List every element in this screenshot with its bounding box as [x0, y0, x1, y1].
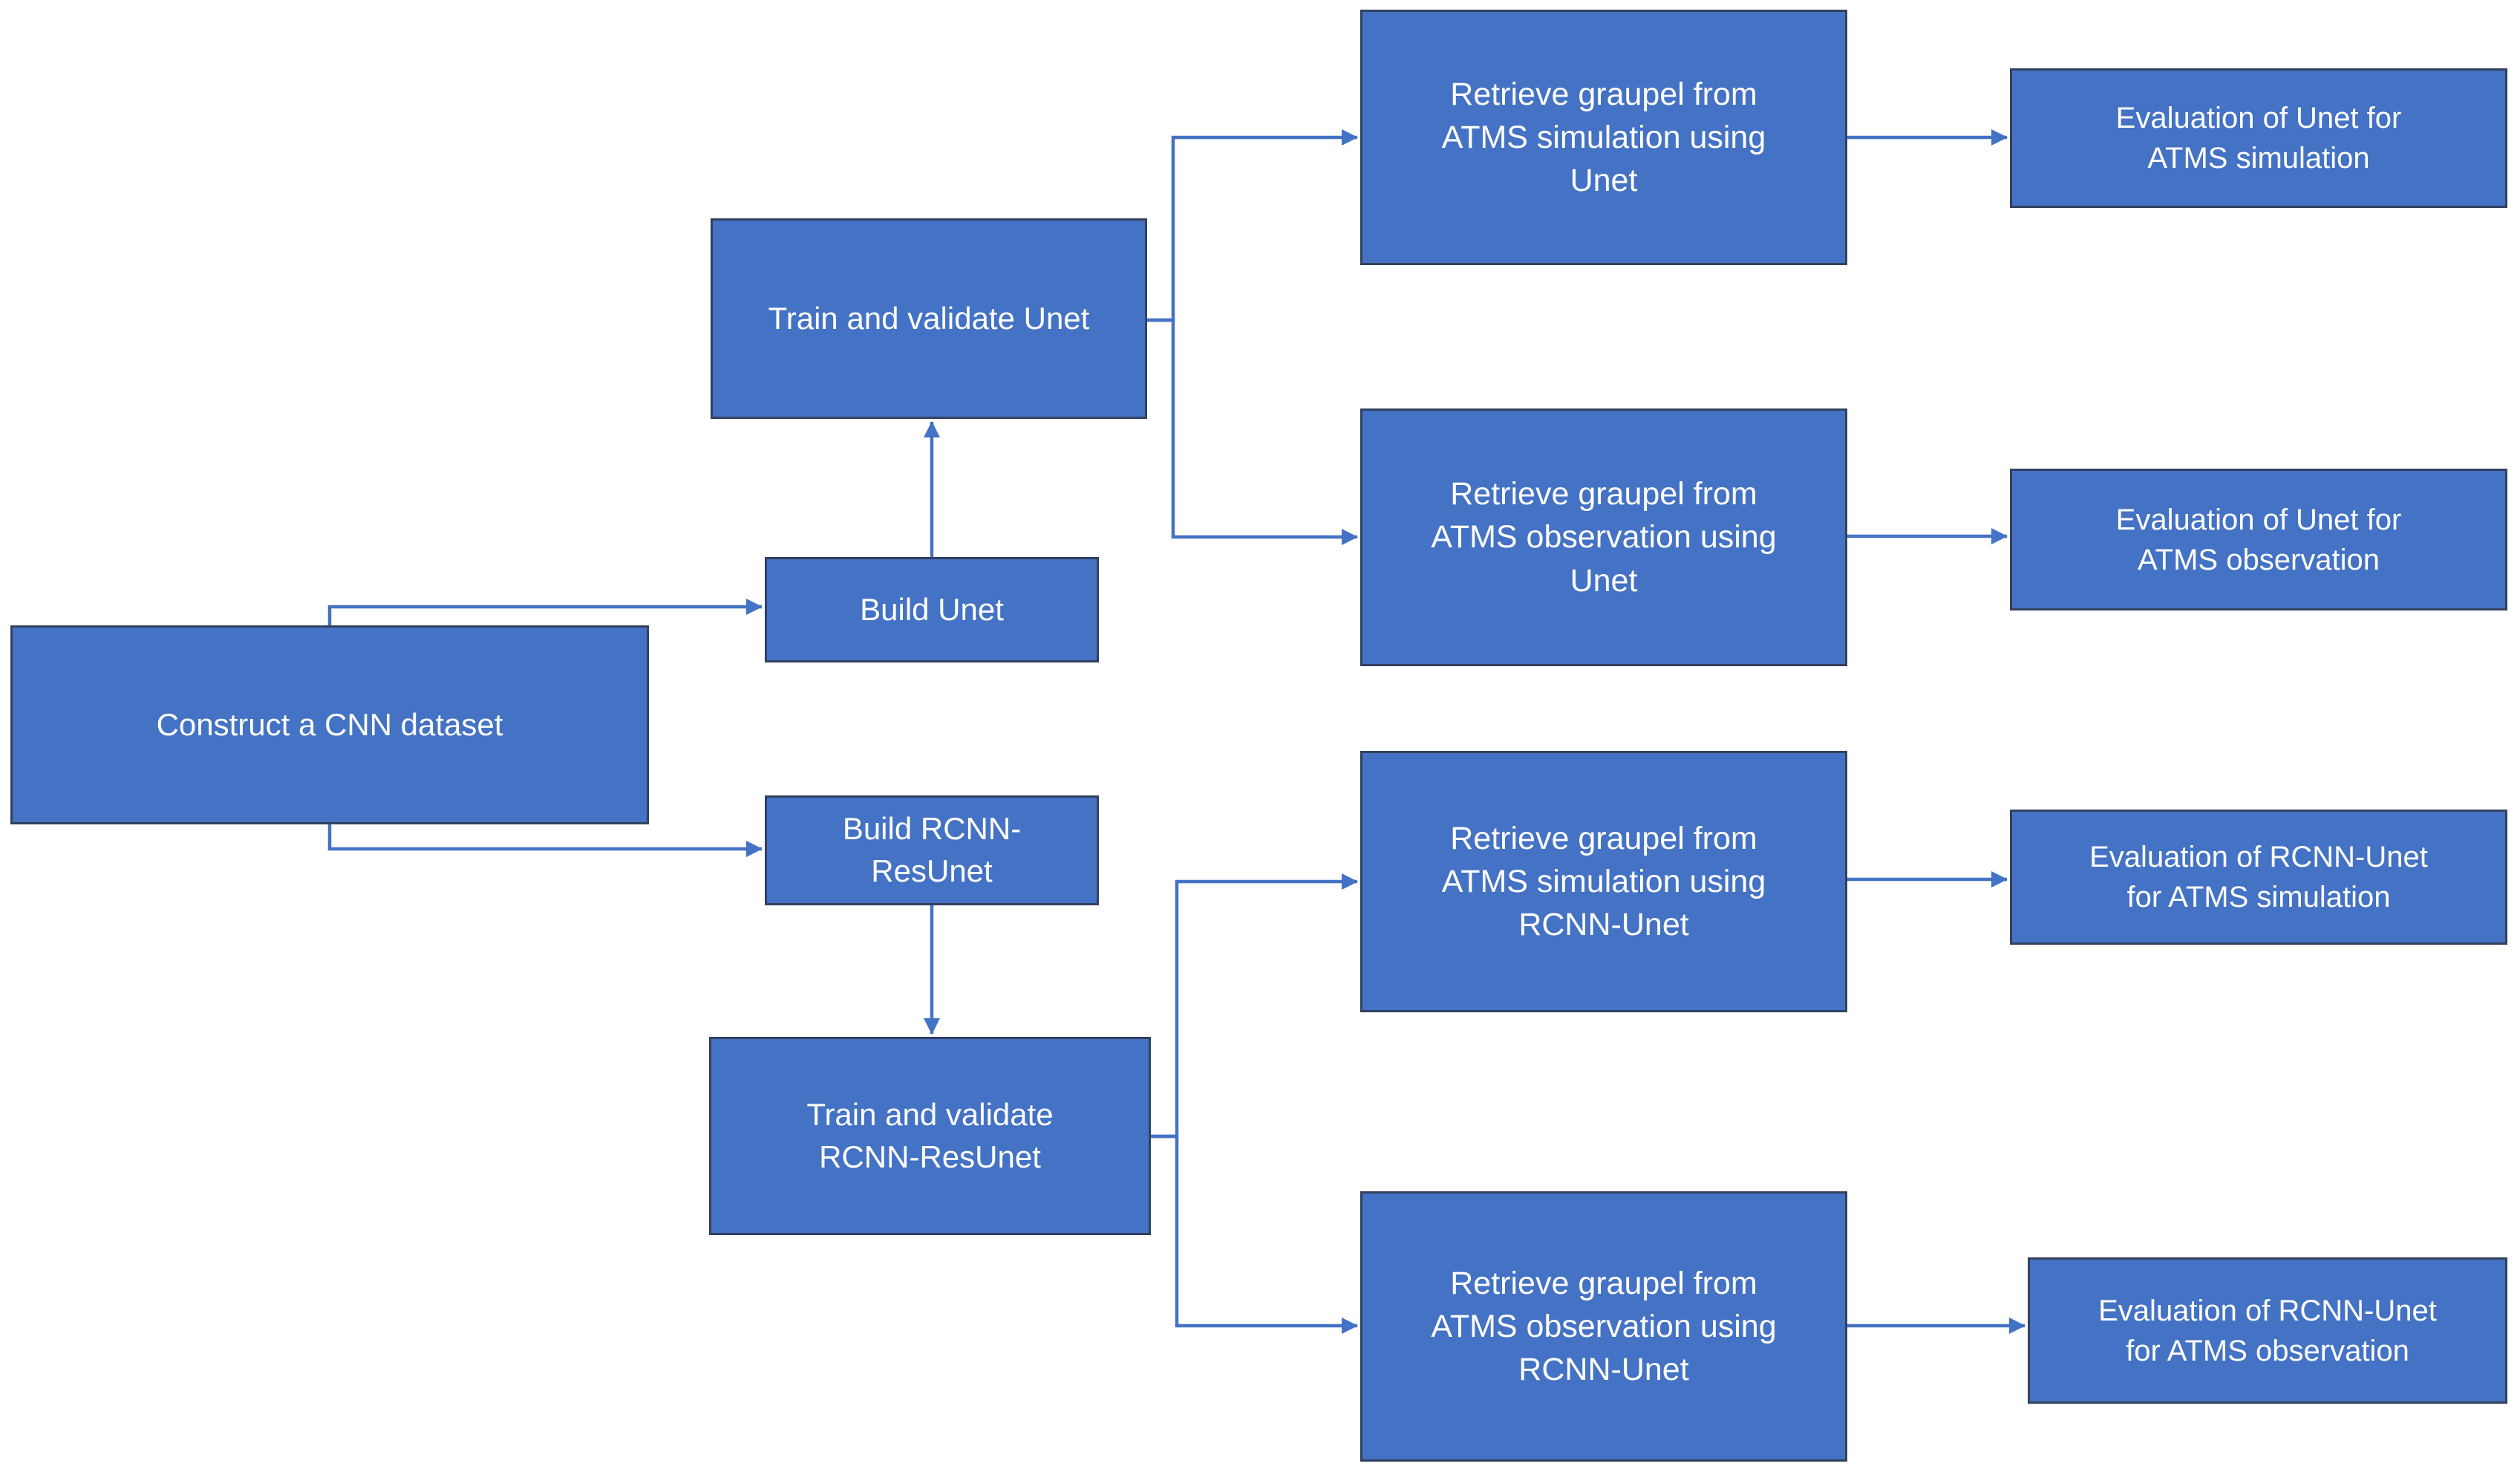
node-label: Build Unet	[860, 591, 1004, 627]
node-label: Build RCNN- ResUnet	[842, 811, 1022, 888]
node-label: Retrieve graupel from ATMS observation u…	[1431, 1265, 1777, 1388]
node-label: Evaluation of RCNN-Unet for ATMS simulat…	[2089, 841, 2428, 914]
edge-construct-to-build-rcnn-resunet	[327, 824, 763, 857]
node-build-unet: Build Unet	[765, 557, 1099, 662]
node-label: Retrieve graupel from ATMS simulation us…	[1441, 76, 1766, 199]
node-label: Evaluation of RCNN-Unet for ATMS observa…	[2098, 1294, 2437, 1367]
node-label: Evaluation of Unet for ATMS observation	[2115, 503, 2402, 576]
edge-train-rcnn-to-retrieve-observation-rcnn	[1151, 1134, 1358, 1334]
node-label: Train and validate RCNN-ResUnet	[806, 1096, 1054, 1174]
edge-train-rcnn-to-retrieve-simulation-rcnn	[1151, 873, 1358, 1139]
node-label: Retrieve graupel from ATMS observation u…	[1431, 476, 1777, 599]
node-label: Train and validate Unet	[768, 300, 1090, 336]
node-evaluation-rcnn-unet-atms-simulation: Evaluation of RCNN-Unet for ATMS simulat…	[2010, 810, 2507, 945]
node-evaluation-rcnn-unet-atms-observation: Evaluation of RCNN-Unet for ATMS observa…	[2028, 1257, 2507, 1404]
node-retrieve-graupel-atms-observation-rcnn-unet: Retrieve graupel from ATMS observation u…	[1360, 1191, 1847, 1462]
node-label: Evaluation of Unet for ATMS simulation	[2115, 102, 2402, 175]
node-retrieve-graupel-atms-observation-unet: Retrieve graupel from ATMS observation u…	[1360, 408, 1847, 666]
node-evaluation-unet-atms-observation: Evaluation of Unet for ATMS observation	[2010, 469, 2507, 610]
node-train-validate-rcnn-resunet: Train and validate RCNN-ResUnet	[709, 1037, 1151, 1235]
node-retrieve-graupel-atms-simulation-rcnn-unet: Retrieve graupel from ATMS simulation us…	[1360, 751, 1847, 1012]
node-build-rcnn-resunet: Build RCNN- ResUnet	[765, 795, 1099, 905]
edge-train-unet-to-retrieve-simulation-unet	[1147, 129, 1358, 322]
node-label: Construct a CNN dataset	[156, 706, 503, 742]
node-label: Retrieve graupel from ATMS simulation us…	[1441, 820, 1766, 943]
node-retrieve-graupel-atms-simulation-unet: Retrieve graupel from ATMS simulation us…	[1360, 10, 1847, 265]
node-evaluation-unet-atms-simulation: Evaluation of Unet for ATMS simulation	[2010, 68, 2507, 208]
node-construct-cnn-dataset: Construct a CNN dataset	[10, 625, 649, 824]
node-train-validate-unet: Train and validate Unet	[711, 218, 1147, 419]
edge-construct-to-build-unet	[327, 599, 763, 625]
edge-train-unet-to-retrieve-observation-unet	[1147, 318, 1358, 545]
